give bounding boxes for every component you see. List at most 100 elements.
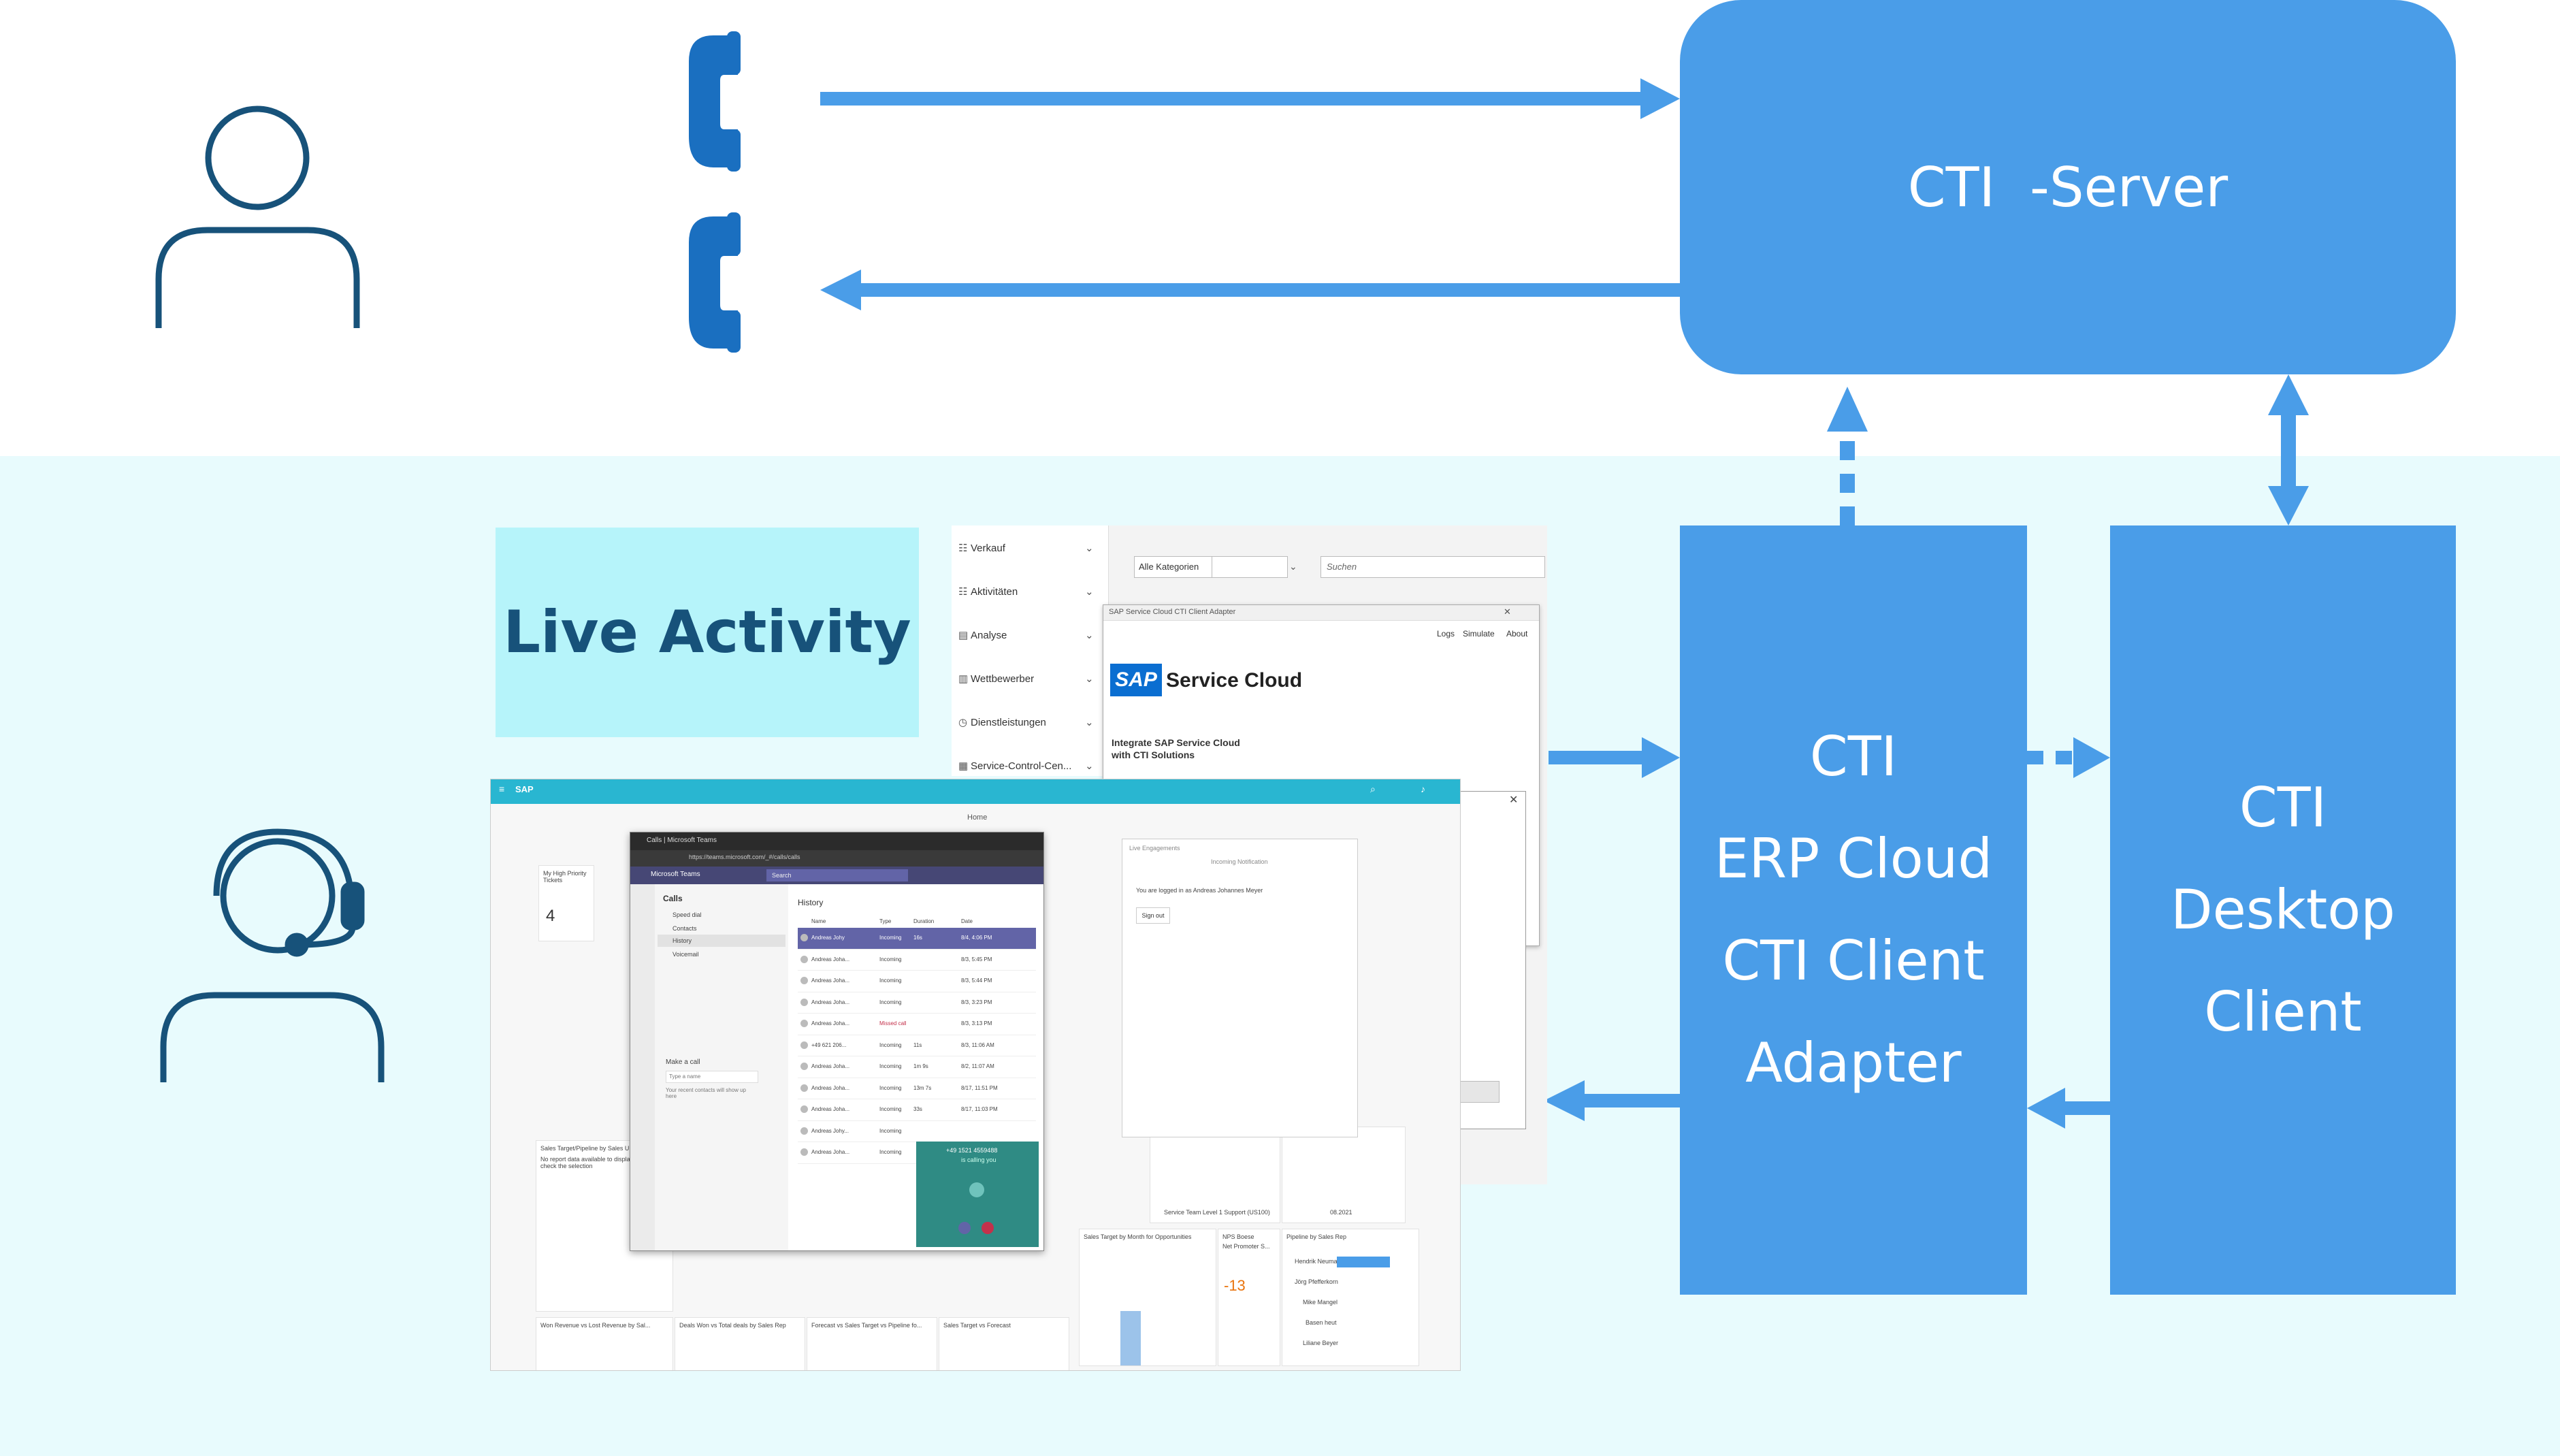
erp-adapter-line: CTI Client: [1722, 929, 1985, 992]
type-name-input[interactable]: Type a name: [666, 1071, 758, 1083]
tile-title: Deals Won vs Total deals by Sales Rep: [679, 1322, 786, 1329]
live-activity-label-box: Live Activity: [496, 528, 919, 737]
chart-bar: [1120, 1311, 1141, 1365]
tile-date-chart[interactable]: 08.2021: [1282, 1127, 1406, 1223]
adapter-menu-logs[interactable]: Logs: [1437, 629, 1455, 638]
menu-icon[interactable]: ≡: [499, 783, 505, 794]
tile-target-forecast[interactable]: Sales Target vs Forecast: [939, 1317, 1069, 1370]
avatar: [800, 1063, 808, 1070]
teams-nav-voicemail[interactable]: Voicemail: [673, 951, 699, 958]
erp-adapter-line: ERP Cloud: [1714, 827, 1993, 890]
recent-contacts-note: Your recent contacts will show up here: [666, 1087, 746, 1099]
arrow-server-to-phone: [820, 270, 1680, 310]
tile-pipeline-rep[interactable]: Pipeline by Sales Rep Hendrik Neumann Jö…: [1282, 1229, 1419, 1366]
tile-title: Forecast vs Sales Target vs Pipeline fo.…: [811, 1322, 922, 1329]
panel-subtitle: Incoming Notification: [1211, 858, 1268, 865]
tile-nps[interactable]: NPS Boese Net Promoter S... -13: [1218, 1229, 1280, 1366]
avatar: [800, 1148, 808, 1156]
menu-icon: ☷: [958, 543, 968, 554]
menu-item-label: Verkauf: [971, 543, 1005, 554]
menu-item-service-control[interactable]: ▦Service-Control-Cen...⌄: [958, 760, 1094, 772]
sap-navigation-menu: ☷Verkauf⌄ ☷Aktivitäten⌄ ▤Analyse⌄ ▥Wettb…: [952, 525, 1109, 776]
table-cell: 1m 9s: [913, 1063, 928, 1069]
teams-nav-history[interactable]: History: [673, 937, 692, 944]
close-icon[interactable]: ✕: [1509, 794, 1519, 806]
filter-select[interactable]: [1212, 556, 1288, 578]
tile-title: Sales Target vs Forecast: [943, 1322, 1011, 1329]
tile-high-priority[interactable]: My High Priority Tickets 4: [538, 865, 594, 941]
tile-forecast[interactable]: Forecast vs Sales Target vs Pipeline fo.…: [807, 1317, 937, 1370]
table-cell: Incoming: [879, 1063, 902, 1069]
browser-tab-title[interactable]: Calls | Microsoft Teams: [647, 837, 717, 844]
avatar: [800, 934, 808, 941]
decline-call-button[interactable]: [982, 1222, 994, 1234]
sap-brand: SAP: [515, 784, 534, 794]
menu-item-dienstleistungen[interactable]: ◷Dienstleistungen⌄: [958, 716, 1094, 728]
category-filter[interactable]: Alle Kategorien: [1134, 556, 1214, 578]
arrow-desktop-server-bidirectional: [2268, 374, 2309, 525]
sap-top-bar: [491, 779, 1460, 804]
teams-search-input[interactable]: Search: [766, 869, 908, 881]
search-icon[interactable]: ⌕: [1370, 783, 1376, 794]
tile-sales-target-month[interactable]: Sales Target by Month for Opportunities: [1079, 1229, 1216, 1366]
bell-icon[interactable]: ♪: [1421, 783, 1425, 794]
category-filter-value: Alle Kategorien: [1139, 562, 1199, 572]
rep-label: Jörg Pfefferkorn: [1295, 1278, 1338, 1285]
call-status: is calling you: [961, 1156, 997, 1163]
adapter-menu-simulate[interactable]: Simulate: [1463, 629, 1495, 638]
history-column-header: Duration: [913, 918, 935, 924]
search-input[interactable]: Suchen: [1320, 556, 1545, 578]
adapter-menu-about[interactable]: About: [1506, 629, 1528, 638]
sign-out-button[interactable]: Sign out: [1136, 907, 1170, 924]
tile-won-revenue[interactable]: Won Revenue vs Lost Revenue by Sal...: [536, 1317, 673, 1370]
tile-deals-won[interactable]: Deals Won vs Total deals by Sales Rep: [675, 1317, 805, 1370]
teams-nav-speed-dial[interactable]: Speed dial: [673, 911, 702, 918]
menu-item-aktivitaeten[interactable]: ☷Aktivitäten⌄: [958, 585, 1094, 598]
sap-logo: SAP: [1110, 664, 1162, 696]
table-cell: 8/3, 11:06 AM: [961, 1041, 994, 1048]
table-cell: Andreas Joha...: [811, 1106, 850, 1112]
chevron-down-icon: ⌄: [1085, 630, 1094, 641]
desktop-client-line: Desktop: [2171, 878, 2395, 941]
agent-headset-icon: [160, 828, 385, 1082]
make-call-heading: Make a call: [666, 1058, 700, 1066]
dialog-button[interactable]: [1457, 1081, 1500, 1103]
live-activity-label: Live Activity: [503, 598, 911, 666]
table-cell: Incoming: [879, 999, 902, 1005]
table-cell: Andreas Johy...: [811, 1127, 849, 1134]
table-row[interactable]: Andreas Johy...Incoming: [798, 1121, 1036, 1142]
arrow-phone-to-server: [820, 78, 1680, 119]
table-cell: Incoming: [879, 956, 902, 962]
live-engagement-panel: Live Engagements Incoming Notification Y…: [1122, 839, 1358, 1137]
close-icon[interactable]: ✕: [1504, 606, 1511, 617]
panel-title: Live Engagements: [1129, 845, 1180, 852]
menu-item-analyse[interactable]: ▤Analyse⌄: [958, 629, 1094, 641]
menu-item-verkauf[interactable]: ☷Verkauf⌄: [958, 542, 1094, 554]
tile-service-team[interactable]: Service Team Level 1 Support (US100): [1150, 1127, 1280, 1223]
teams-nav-contacts[interactable]: Contacts: [673, 925, 697, 932]
search-placeholder: Suchen: [1327, 562, 1357, 572]
accept-video-button[interactable]: [958, 1222, 971, 1234]
logged-in-text: You are logged in as Andreas Johannes Me…: [1136, 887, 1263, 894]
cti-server-box: CTI -Server: [1680, 0, 2456, 374]
erp-adapter-line: Adapter: [1745, 1031, 1962, 1095]
browser-url[interactable]: https://teams.microsoft.com/_#/calls/cal…: [689, 854, 800, 860]
menu-icon: ▤: [958, 630, 969, 641]
chevron-down-icon: ⌄: [1085, 717, 1094, 728]
menu-item-label: Service-Control-Cen...: [971, 760, 1072, 772]
table-cell: Incoming: [879, 977, 902, 984]
avatar: [800, 1105, 808, 1113]
menu-item-wettbewerber[interactable]: ▥Wettbewerber⌄: [958, 673, 1094, 685]
table-cell: Andreas Joha...: [811, 999, 850, 1005]
